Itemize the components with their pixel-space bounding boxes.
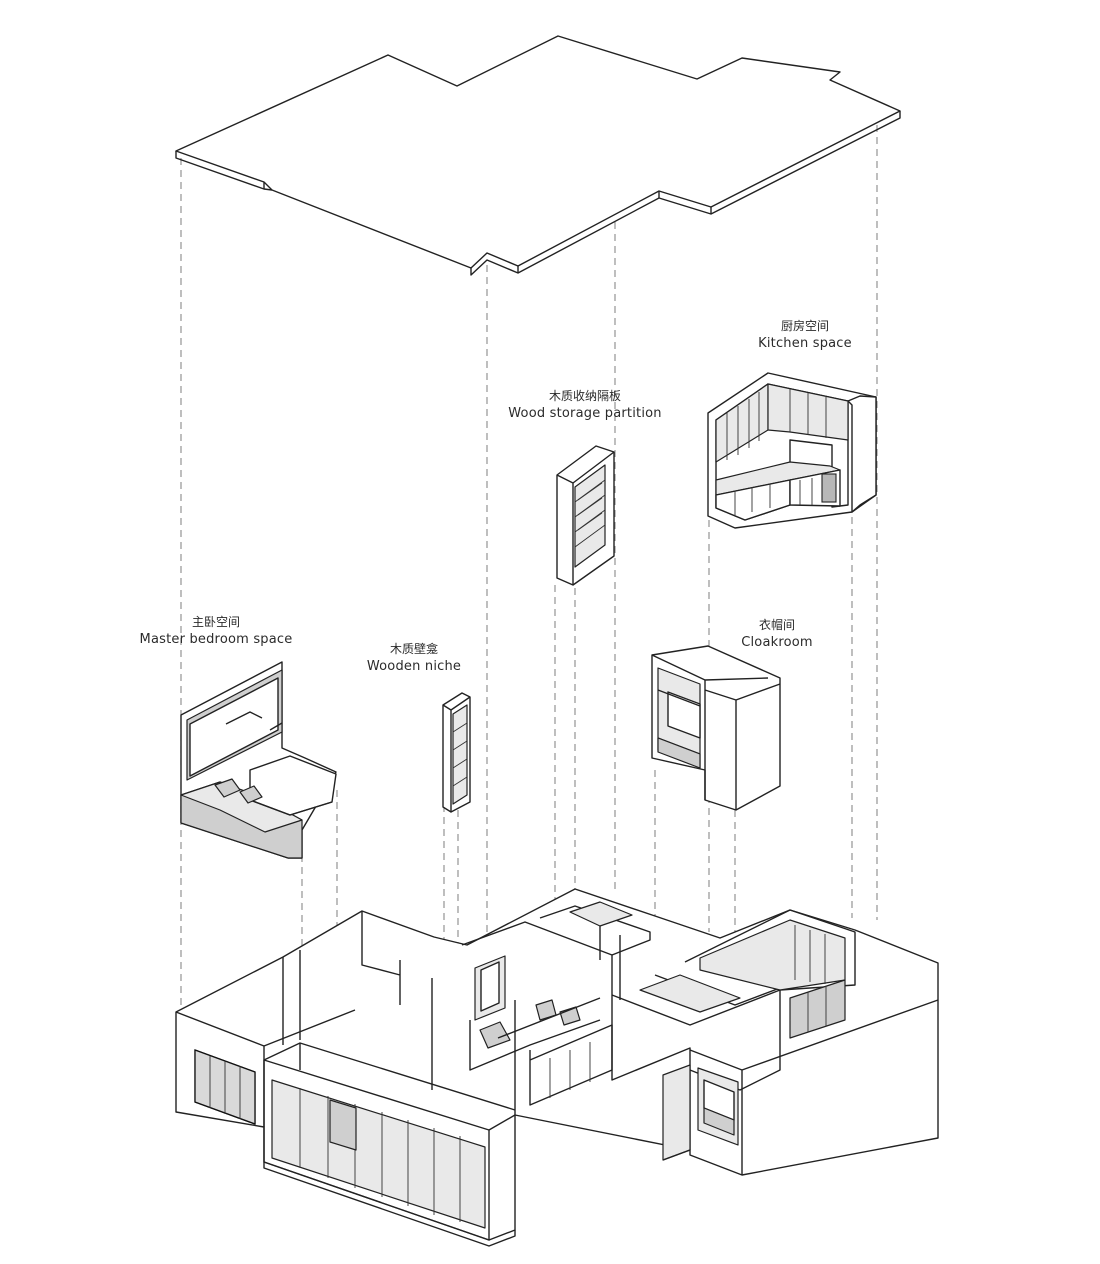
bedroom-label: 主卧空间 Master bedroom space bbox=[126, 614, 306, 648]
cloakroom-label-en: Cloakroom bbox=[741, 635, 813, 650]
floor-plan bbox=[175, 888, 939, 1247]
niche-module bbox=[442, 692, 471, 813]
niche-label-zh: 木质壁龛 bbox=[389, 642, 438, 656]
partition-label: 木质收纳隔板 Wood storage partition bbox=[495, 388, 675, 422]
partition-module bbox=[556, 445, 615, 586]
bedroom-label-zh: 主卧空间 bbox=[191, 615, 240, 629]
cloakroom-module bbox=[651, 645, 781, 811]
kitchen-label: 厨房空间 Kitchen space bbox=[730, 318, 880, 352]
cloakroom-label-zh: 衣帽间 bbox=[758, 618, 795, 632]
kitchen-label-en: Kitchen space bbox=[758, 336, 852, 351]
niche-label-en: Wooden niche bbox=[366, 659, 462, 674]
cloakroom-label: 衣帽间 Cloakroom bbox=[722, 617, 832, 651]
bedroom-label-en: Master bedroom space bbox=[139, 632, 293, 647]
niche-label: 木质壁龛 Wooden niche bbox=[346, 641, 482, 675]
bedroom-module bbox=[180, 661, 337, 859]
kitchen-module bbox=[707, 372, 877, 529]
kitchen-label-zh: 厨房空间 bbox=[780, 319, 829, 333]
partition-label-en: Wood storage partition bbox=[508, 406, 662, 421]
partition-label-zh: 木质收纳隔板 bbox=[548, 389, 621, 403]
ceiling-slab bbox=[175, 35, 901, 276]
